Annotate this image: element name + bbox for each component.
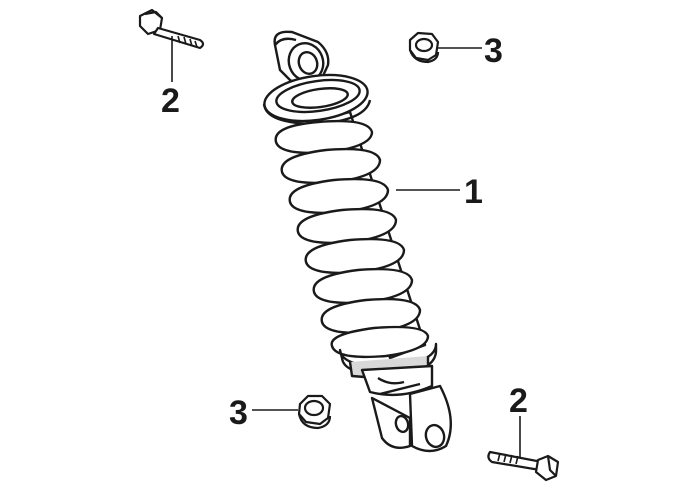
shock-absorber — [262, 30, 452, 453]
callout-bolt-bottom: 2 — [509, 382, 528, 420]
bolt-bottom-right — [487, 450, 560, 482]
callout-shock-absorber: 1 — [464, 173, 483, 211]
coil-spring — [274, 119, 430, 359]
lower-clevis-mount — [360, 364, 452, 453]
callout-nut-bottom: 3 — [229, 394, 248, 432]
bolt-top-left — [138, 8, 205, 50]
leader-lines — [171, 36, 521, 458]
flange-nut-top — [408, 31, 440, 64]
spring-seat-top — [262, 73, 372, 126]
callout-bolt-top: 2 — [161, 82, 180, 120]
callout-nut-top: 3 — [484, 32, 503, 70]
flange-nut-bottom — [297, 394, 332, 430]
callout-labels: 1 2 2 3 3 — [161, 32, 528, 432]
